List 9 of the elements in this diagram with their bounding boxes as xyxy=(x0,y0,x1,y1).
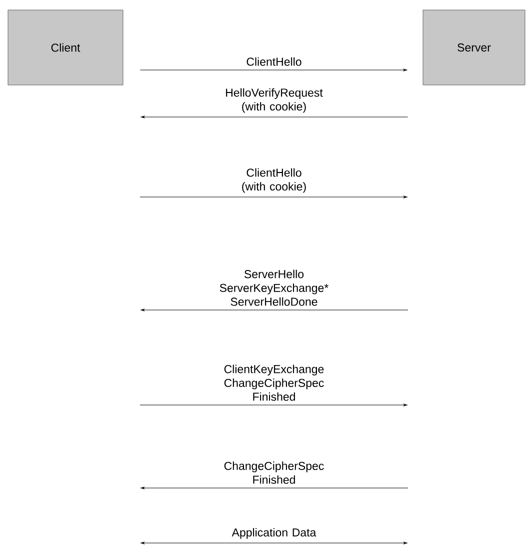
message-label: Application Data xyxy=(232,528,316,539)
message-label: ServerHello ServerKeyExchange* ServerHelloDone xyxy=(220,270,328,306)
message-label: ChangeCipherSpec Finished xyxy=(224,462,324,484)
participant-box: Server xyxy=(422,10,526,86)
message-label: ClientHello (with cookie) xyxy=(242,168,306,193)
message-label: HelloVerifyRequest (with cookie) xyxy=(226,88,323,113)
participant-box: Client xyxy=(8,10,124,86)
message-label: ClientKeyExchange ChangeCipherSpec Finished xyxy=(224,364,324,401)
message-label: ClientHello xyxy=(246,57,302,66)
